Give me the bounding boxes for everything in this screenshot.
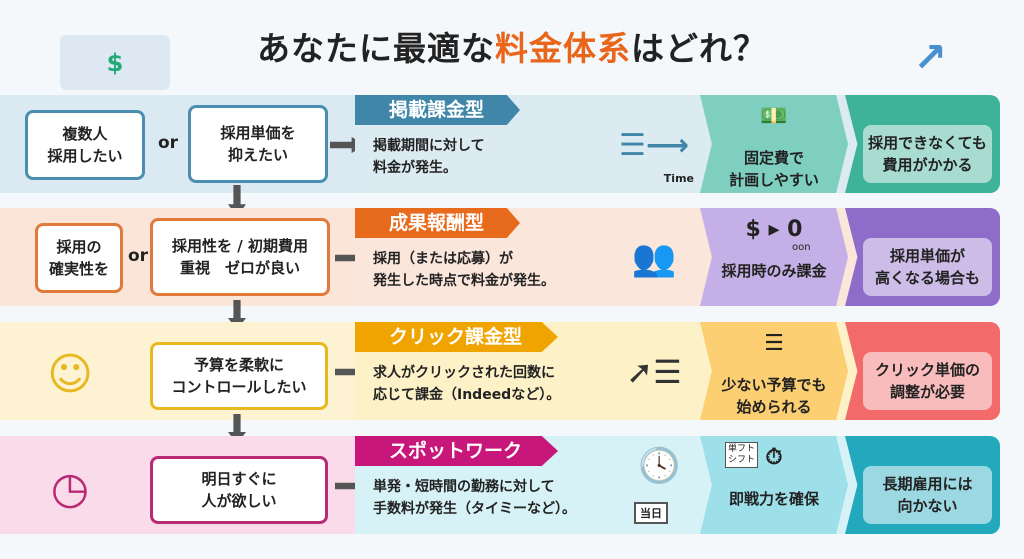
merit-text: 即戦力を確保 bbox=[728, 490, 819, 508]
pricing-illustration: 👥 bbox=[610, 218, 698, 298]
need-box: 採用性を / 初期費用 重視 ゼロが良い bbox=[150, 218, 330, 296]
merit-icon: ⏱ bbox=[765, 444, 783, 470]
merit-cell: 💵 固定費で 計画しやすい bbox=[700, 95, 848, 193]
pricing-description: 採用（または応募）が 発生した時点で料金が発生。 bbox=[373, 251, 555, 289]
people-laptop-icon: 👥 bbox=[631, 238, 677, 279]
pricing-panel: $ ▸ 0 oon 採用時のみ課金 採用単価が 高くなる場合も 成果報酬型 採用… bbox=[355, 208, 1000, 306]
need-box: 複数人 採用したい bbox=[25, 110, 145, 180]
pricing-panel: ☰ 少ない予算でも 始められる クリック単価の 調整が必要 クリック課金型 求人… bbox=[355, 322, 1000, 420]
need-box: 明日すぐに 人が欲しい bbox=[150, 456, 328, 524]
pricing-row: 複数人 採用したい or 採用単価を 抑えたい 💵 固定費で 計画しやすい 採用… bbox=[0, 95, 1000, 217]
pricing-description: 掲載期間に対して 料金が発生。 bbox=[373, 138, 485, 176]
merit-icon: ☰ bbox=[764, 330, 784, 356]
page-title: あなたに最適な料金体系はどれ？ bbox=[257, 29, 767, 68]
pricing-description: 求人がクリックされた回数に 応じて課金（Indeedなど）。 bbox=[373, 365, 561, 403]
pricing-illustration: ➚☰ bbox=[610, 332, 698, 412]
demerit-text: 長期雇用には 向かない bbox=[863, 466, 992, 524]
job-listing-timeline-icon: ☰⟶ bbox=[619, 127, 689, 163]
or-label: or bbox=[128, 246, 149, 266]
demerit-text: 採用できなくても 費用がかかる bbox=[863, 125, 992, 183]
pricing-type-tab: クリック課金型 bbox=[355, 322, 559, 352]
demerit-cell: 長期雇用には 向かない bbox=[845, 436, 1000, 534]
same-day-label: 当日 bbox=[634, 502, 668, 524]
merit-text: 少ない予算でも 始められる bbox=[721, 376, 827, 416]
person-illustration-icon: ◷ bbox=[50, 463, 90, 514]
merit-cell: ☰ 少ない予算でも 始められる bbox=[700, 322, 848, 420]
pricing-row: 明日すぐに 人が欲しい ◷ ⏱ 単フト シフト 即戦力を確保 長期雇用には 向か… bbox=[0, 436, 1000, 534]
merit-icon: 💵 bbox=[760, 103, 788, 129]
demerit-text: クリック単価の 調整が必要 bbox=[863, 352, 992, 410]
pricing-panel: 💵 固定費で 計画しやすい 採用できなくても 費用がかかる 掲載課金型 掲載期間… bbox=[355, 95, 1000, 193]
merit-cell: $ ▸ 0 oon 採用時のみ課金 bbox=[700, 208, 848, 306]
or-label: or bbox=[158, 133, 179, 153]
demerit-cell: 採用できなくても 費用がかかる bbox=[845, 95, 1000, 193]
pricing-type-tab: スポットワーク bbox=[355, 436, 559, 466]
demerit-text: 採用単価が 高くなる場合も bbox=[863, 238, 992, 296]
need-box: 採用単価を 抑えたい bbox=[188, 105, 328, 183]
person-illustration-icon: ☺ bbox=[47, 349, 93, 400]
merit-icon: $ ▸ 0 bbox=[745, 216, 803, 242]
pricing-illustration: 🕓 当日 bbox=[610, 446, 698, 526]
demerit-cell: クリック単価の 調整が必要 bbox=[845, 322, 1000, 420]
clock-monitor-icon: 🕓 bbox=[638, 446, 681, 486]
pricing-type-tab: 成果報酬型 bbox=[355, 208, 521, 238]
merit-text: 採用時のみ課金 bbox=[721, 262, 827, 280]
laptop-dollar-icon: $ bbox=[60, 35, 170, 90]
need-box: 予算を柔軟に コントロールしたい bbox=[150, 342, 328, 410]
pricing-description: 単発・短時間の勤務に対して 手数料が発生（タイミーなど）。 bbox=[373, 479, 576, 517]
need-box: 採用の 確実性を bbox=[35, 223, 123, 293]
pricing-row: 予算を柔軟に コントロールしたい ☺ ☰ 少ない予算でも 始められる クリック単… bbox=[0, 322, 1000, 444]
merit-cell: ⏱ 単フト シフト 即戦力を確保 bbox=[700, 436, 848, 534]
pricing-type-tab: 掲載課金型 bbox=[355, 95, 521, 125]
zero-caption: oon bbox=[792, 242, 811, 253]
shift-card: 単フト シフト bbox=[725, 442, 759, 468]
demerit-cell: 採用単価が 高くなる場合も bbox=[845, 208, 1000, 306]
cursor-click-icon: ➚☰ bbox=[626, 353, 682, 391]
chart-arrow-icon: ↗ bbox=[913, 34, 947, 81]
pricing-row: 採用の 確実性を or 採用性を / 初期費用 重視 ゼロが良い $ ▸ 0 o… bbox=[0, 208, 1000, 330]
pricing-illustration: ☰⟶ Time bbox=[610, 105, 698, 186]
pricing-panel: ⏱ 単フト シフト 即戦力を確保 長期雇用には 向かない スポットワーク 単発・… bbox=[355, 436, 1000, 534]
merit-text: 固定費で 計画しやすい bbox=[729, 149, 819, 189]
time-label: Time bbox=[663, 172, 694, 185]
